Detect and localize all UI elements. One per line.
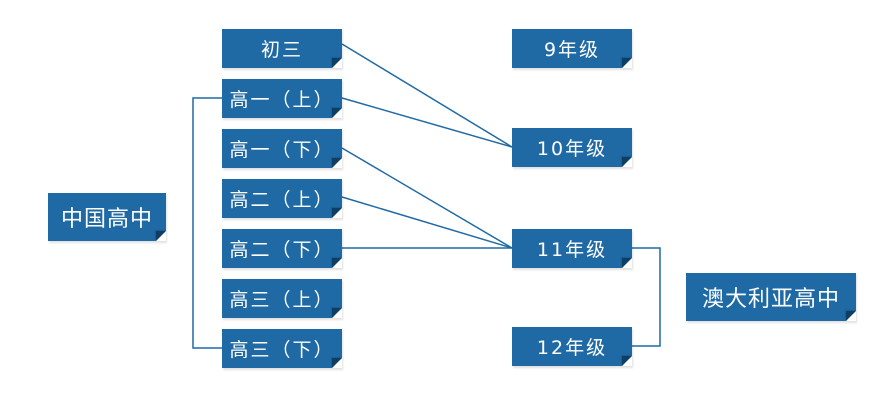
map-g1b-to-11: [341, 147, 513, 249]
china-grade-label: 高二（下）: [229, 239, 335, 261]
china-grade-label: 高一（下）: [229, 139, 335, 161]
china-grade-g3-first-box: 高三（上）: [222, 279, 342, 318]
china-grade-label: 高三（下）: [229, 339, 335, 361]
map-chusan-to-10: [341, 43, 513, 148]
china-high-school-label: 中国高中: [60, 207, 153, 232]
china-grade-label: 高一（上）: [229, 89, 335, 111]
au-grade-12-box: 12年级: [512, 327, 632, 366]
china-grade-g2-first-box: 高二（上）: [222, 179, 342, 218]
au-grade-label: 11年级: [536, 239, 608, 261]
china-grade-label: 初三: [260, 39, 303, 61]
china-grade-g1-first-box: 高一（上）: [222, 79, 342, 118]
australia-high-school-box: 澳大利亚高中: [686, 273, 856, 321]
china-grade-g1-second-box: 高一（下）: [222, 129, 342, 168]
au-grade-9-box: 9年级: [512, 29, 632, 68]
china-high-school-box: 中国高中: [48, 193, 166, 241]
map-g2a-to-11: [341, 196, 513, 249]
au-grade-label: 10年级: [536, 138, 608, 160]
china-grade-label: 高二（上）: [229, 189, 335, 211]
au-grade-label: 9年级: [543, 39, 601, 61]
au-grade-10-box: 10年级: [512, 128, 632, 167]
australia-high-school-label: 澳大利亚高中: [701, 287, 840, 312]
china-grade-g2-second-box: 高二（下）: [222, 229, 342, 268]
au-grade-11-box: 11年级: [512, 229, 632, 268]
map-g1a-to-10: [341, 97, 513, 148]
china-grade-label: 高三（上）: [229, 289, 335, 311]
china-grade-chusan-box: 初三: [222, 29, 342, 68]
china-grade-g3-second-box: 高三（下）: [222, 329, 342, 368]
au-grade-label: 12年级: [536, 337, 608, 359]
australia-bracket-connector: [632, 247, 661, 347]
china-bracket-connector: [192, 97, 222, 349]
